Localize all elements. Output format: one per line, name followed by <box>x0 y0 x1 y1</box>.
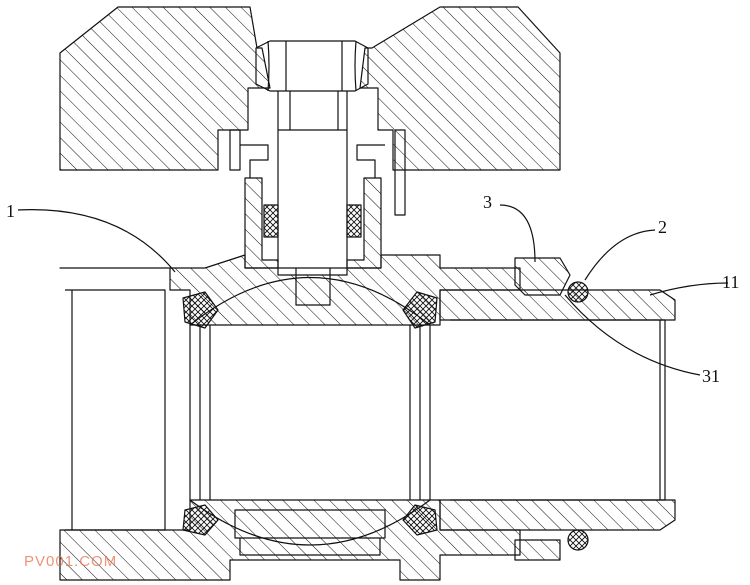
outlet-pipe-lower <box>439 499 676 531</box>
inlet-bore <box>65 289 166 531</box>
lower-slot <box>234 509 386 539</box>
seat-bottom-left <box>182 504 219 536</box>
valve-ball <box>189 277 431 546</box>
seat-top-left <box>182 291 219 329</box>
watermark: PV001.COM <box>24 553 117 570</box>
stem-nut <box>255 40 369 92</box>
part-label-1: 1 <box>6 201 15 221</box>
gland-cap <box>240 144 385 178</box>
gland-cap-outer <box>229 129 406 216</box>
leader-2 <box>584 229 656 281</box>
part-label-2: 2 <box>658 217 667 237</box>
leader-31 <box>564 294 701 376</box>
outlet-bore <box>450 319 666 501</box>
part-label-3: 3 <box>483 192 492 212</box>
leader-3 <box>499 204 536 263</box>
stem-packing-left <box>263 204 279 238</box>
o-ring-bottom <box>567 529 589 551</box>
o-ring-top <box>567 281 589 303</box>
part-label-11: 11 <box>722 272 739 292</box>
union-nut-lower <box>514 539 561 561</box>
seat-top-right <box>402 291 438 329</box>
valve-stem <box>277 91 348 269</box>
part-label-31: 31 <box>702 366 720 386</box>
nut-chamfer <box>267 40 357 92</box>
leader-1 <box>17 209 176 273</box>
lower-slot-base <box>239 538 381 556</box>
leader-11 <box>649 282 729 296</box>
outlet-pipe <box>439 289 676 321</box>
union-nut <box>514 257 571 296</box>
seat-bottom-right <box>402 504 438 536</box>
handle <box>59 6 561 171</box>
stem-packing-right <box>346 204 362 238</box>
